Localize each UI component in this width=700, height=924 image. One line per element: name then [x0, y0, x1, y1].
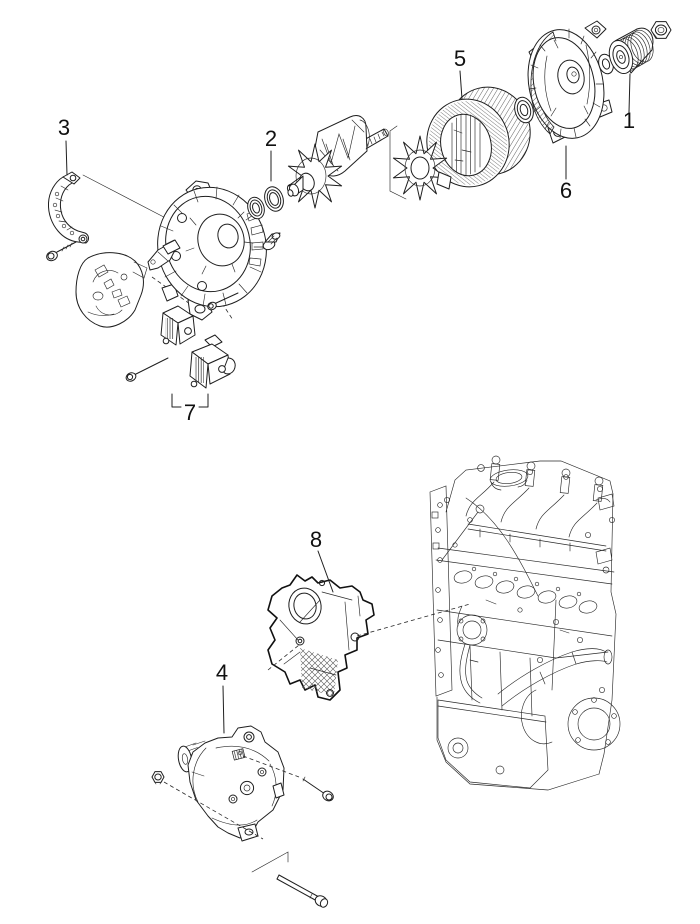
callout-leader-lines — [65, 70, 631, 408]
callout-1-pulley: 1 — [622, 108, 636, 133]
long-bolt-drawing — [276, 874, 329, 908]
connector-plug-drawing — [147, 239, 181, 271]
rear-cover-drawing — [75, 252, 148, 328]
callout-leader-lines-bottom — [222, 550, 334, 734]
stator-drawing — [426, 86, 531, 188]
shaft-washers-drawing — [247, 179, 304, 220]
regulator-brush-holder-drawing — [125, 292, 239, 389]
bearing-washer-drawing — [514, 96, 534, 124]
mounting-bracket-drawing — [267, 574, 375, 701]
callout-8-mount-bracket: 8 — [309, 527, 323, 552]
mounting-nut-drawing — [151, 771, 165, 785]
bracket-screw-drawing — [46, 241, 77, 262]
engine-drawing — [429, 455, 621, 791]
rear-housing-drawing — [157, 180, 267, 321]
callout-4-alternator: 4 — [215, 660, 229, 685]
pulley-drawing — [608, 27, 654, 75]
alternator-assembly-drawing — [177, 725, 285, 842]
callout-2-washer: 2 — [264, 126, 278, 151]
callout-6-housing: 6 — [559, 178, 573, 203]
exploded-frame-line — [389, 125, 407, 200]
rotor-drawing — [287, 115, 389, 209]
front-housing-drawing — [527, 20, 613, 144]
callout-7-regulator: 7 — [183, 400, 197, 425]
fitting-lines-and-bolts — [163, 603, 471, 908]
rear-fan-drawing — [392, 135, 452, 201]
wiring-bracket-drawing — [46, 171, 89, 262]
pulley-nut-drawing — [650, 21, 672, 39]
callout-3-bracket: 3 — [57, 115, 71, 140]
holder-screw-drawing — [125, 292, 239, 382]
cap-nut-drawing — [262, 232, 281, 251]
callout-5-stator: 5 — [453, 46, 467, 71]
mounting-bolt-drawing — [302, 776, 334, 802]
